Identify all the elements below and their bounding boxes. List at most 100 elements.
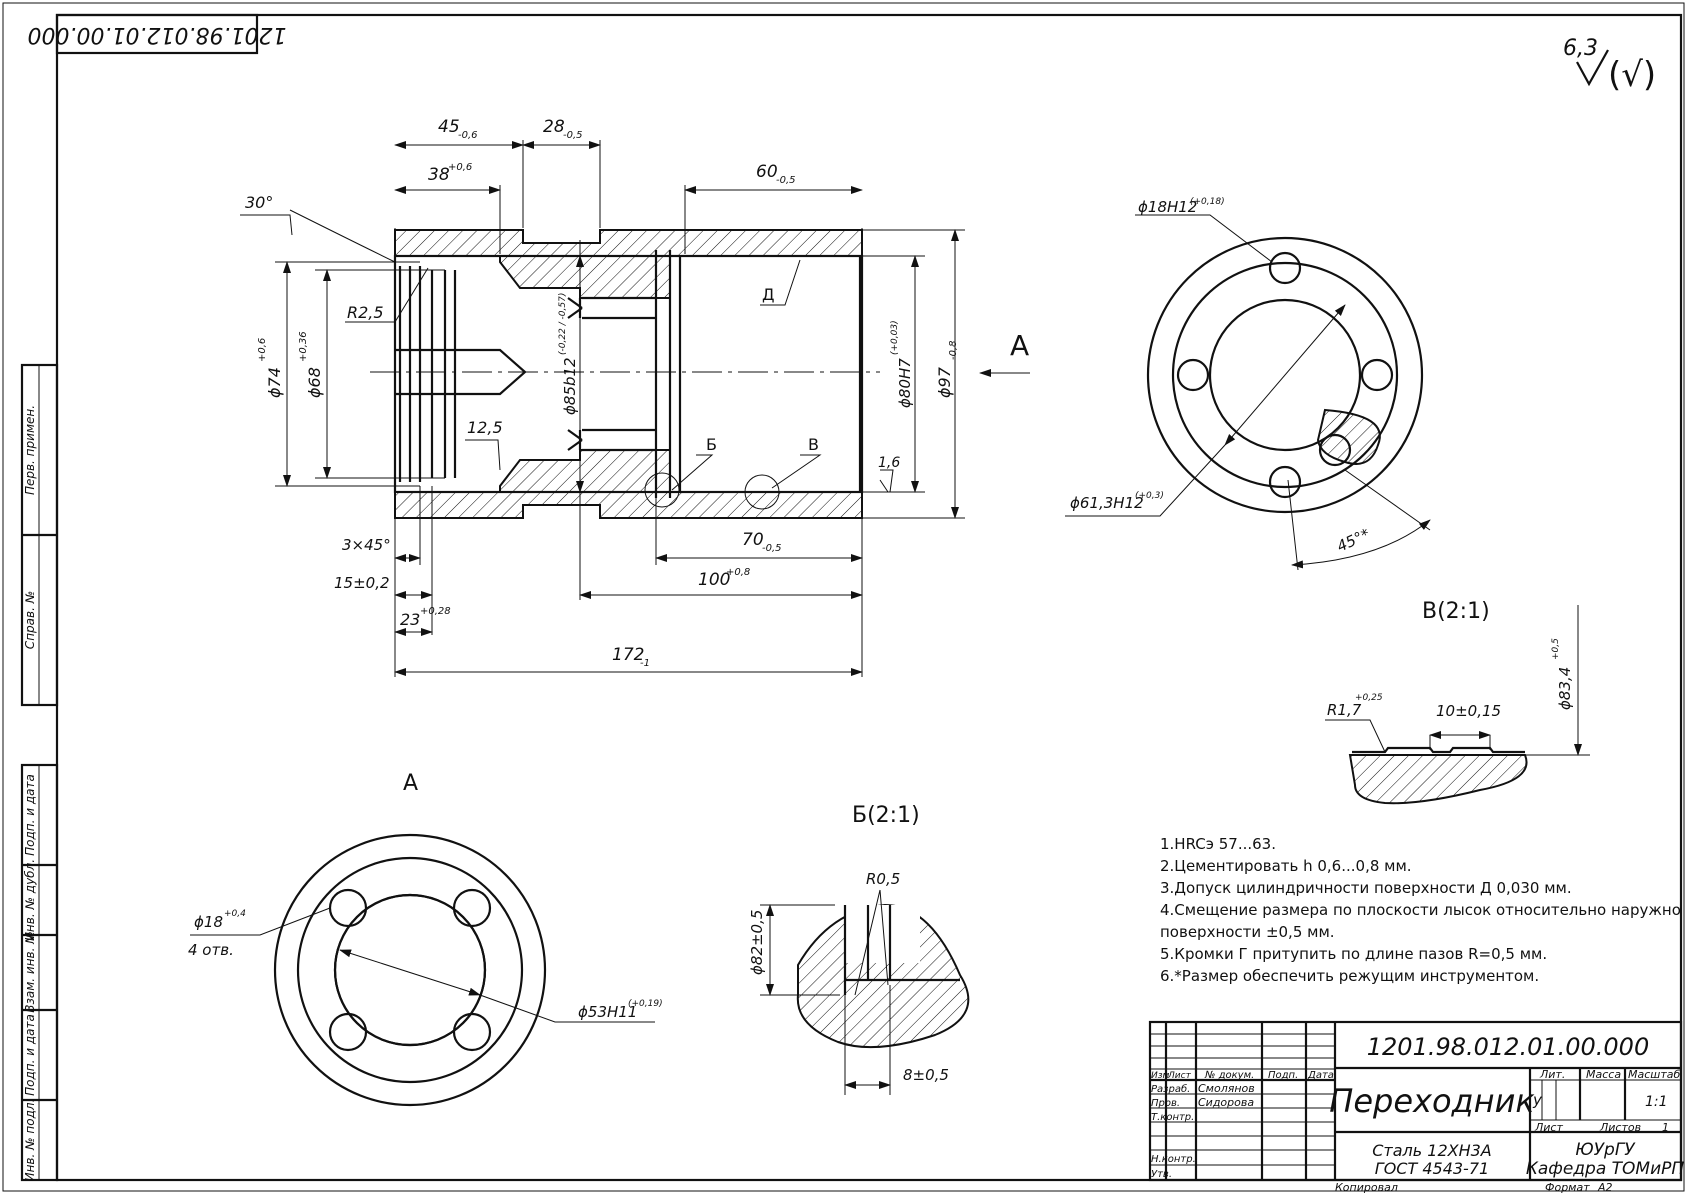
tb-sheet-label: Лист xyxy=(1534,1121,1563,1134)
dim-a45: 45°* xyxy=(1334,525,1373,556)
tb-org-1: ЮУрГУ xyxy=(1575,1140,1636,1160)
dim-15: 15±0,2 xyxy=(334,574,390,592)
roughness-sign: (√) xyxy=(1608,55,1656,95)
label-b: Б xyxy=(706,435,717,454)
dim-d82: ϕ82±0,5 xyxy=(748,910,766,975)
tb-row-prov: Пров. xyxy=(1151,1098,1180,1109)
note-line-5: поверхности ±0,5 мм. xyxy=(1160,923,1335,941)
dim-d80: ϕ80H7 xyxy=(896,358,914,408)
strip-label-0: Перв. примен. xyxy=(23,405,37,495)
dim-r25: R2,5 xyxy=(347,303,384,322)
footer: Копировал Формат А2 xyxy=(1335,1181,1613,1194)
main-section-view: А 45 -0,6 28 -0,5 38 +0,6 60 -0,5 30° R2… xyxy=(240,117,1030,677)
dim-holes: 4 отв. xyxy=(188,941,234,959)
label-v: В xyxy=(808,435,819,454)
tb-person-2: Сидорова xyxy=(1198,1096,1254,1109)
view-a: А ϕ18 +0,4 4 отв. ϕ53H11 (+0,19) xyxy=(188,771,663,1107)
strip-label-2: Подп. и дата xyxy=(23,774,37,856)
tb-material-1: Сталь 12ХН3А xyxy=(1372,1141,1492,1160)
tb-hdr-scale: Масштаб xyxy=(1628,1068,1680,1081)
strip-label-5: Подп. и дата xyxy=(23,1014,37,1096)
tb-lit-value: у xyxy=(1532,1091,1543,1109)
dim-d53-tol: (+0,19) xyxy=(628,999,663,1009)
tb-code: 1201.98.012.01.00.000 xyxy=(1367,1033,1649,1061)
tb-row-nkontr: Н.контр. xyxy=(1151,1154,1196,1165)
dim-8: 8±0,5 xyxy=(903,1066,949,1084)
dim-d18h12: ϕ18H12 xyxy=(1138,198,1197,216)
dim-60: 60 xyxy=(756,162,778,182)
top-code-box: 1201.98.012.01.00.000 xyxy=(28,13,286,55)
note-line-3: 3.Допуск цилиндричности поверхности Д 0,… xyxy=(1160,879,1572,897)
dim-d18h12-tol: (+0,18) xyxy=(1190,197,1225,207)
tb-hdr-doc: № докум. xyxy=(1204,1070,1254,1081)
tb-format: Формат xyxy=(1545,1181,1590,1194)
dim-100-tol: +0,8 xyxy=(726,567,750,578)
note-line-4: 4.Смещение размера по плоскости лысок от… xyxy=(1160,901,1681,919)
dim-172-tol: -1 xyxy=(640,658,650,669)
dim-60-tol: -0,5 xyxy=(776,175,796,186)
dim-r17-tol: +0,25 xyxy=(1355,693,1383,703)
dim-d613-tol: (+0,3) xyxy=(1135,491,1164,501)
rough-16: 1,6 xyxy=(878,455,900,471)
section-v: В(2:1) R1,7 +0,25 10±0,15 ϕ83,4 +0,5 xyxy=(1325,599,1590,805)
note-line-1: 1.HRCэ 57...63. xyxy=(1160,835,1276,853)
dim-d53: ϕ53H11 xyxy=(578,1003,637,1021)
dim-d80-tol: (+0,03) xyxy=(890,320,900,355)
section-v-label: В(2:1) xyxy=(1422,599,1490,624)
detail-v-circle xyxy=(744,474,780,510)
dim-d97-tol: -0,8 xyxy=(948,340,959,360)
dim-r17: R1,7 xyxy=(1327,701,1362,719)
strip-label-4: Взам. инв. № xyxy=(23,931,37,1012)
tb-sheets-value: 1 xyxy=(1662,1121,1669,1134)
note-line-6: 5.Кромки Г притупить по длине пазов R=0,… xyxy=(1160,945,1547,963)
dim-45-tol: -0,6 xyxy=(458,130,478,141)
view-a-label: А xyxy=(403,771,418,796)
technical-notes: 1.HRCэ 57...63. 2.Цементировать h 0,6...… xyxy=(1160,835,1681,985)
right-end-view: ϕ18H12 (+0,18) ϕ61,3H12 (+0,3) 45°* xyxy=(1065,197,1431,571)
strip-label-6: Инв. № подл. xyxy=(23,1099,37,1182)
dim-45: 45 xyxy=(438,117,460,137)
dim-70-tol: -0,5 xyxy=(762,543,782,554)
dim-d18-hole-tol: +0,4 xyxy=(224,909,246,919)
dim-28-tol: -0,5 xyxy=(563,130,583,141)
dim-chamfer: 3×45° xyxy=(342,536,391,554)
roughness-symbol: 6,3 (√) xyxy=(1563,36,1656,95)
section-b: Б(2:1) R0,5 ϕ82±0,5 8±0,5 xyxy=(748,803,970,1095)
wall-bottom xyxy=(394,449,863,519)
dim-38: 38 xyxy=(428,165,450,185)
tb-hdr-list: Лист xyxy=(1167,1071,1192,1081)
dim-d834-tol: +0,5 xyxy=(1551,638,1561,660)
tb-person-1: Смолянов xyxy=(1198,1082,1255,1095)
tb-row-utv: Утв. xyxy=(1151,1169,1172,1180)
label-d: Д xyxy=(762,285,775,304)
view-a-arrow-label: А xyxy=(1010,329,1029,362)
title-block: 1201.98.012.01.00.000 Переходник Сталь 1… xyxy=(1148,1020,1685,1182)
left-strip: Перв. примен. Справ. № Подп. и дата Инв.… xyxy=(20,363,59,1182)
dim-125: 12,5 xyxy=(467,418,503,437)
dim-d68-tol: +0,36 xyxy=(298,331,309,362)
dim-d834: ϕ83,4 xyxy=(1556,667,1574,710)
dim-23: 23 xyxy=(400,610,420,629)
tb-hdr-lit: Лит. xyxy=(1539,1068,1565,1081)
wall-top xyxy=(394,229,863,299)
tb-org-2: Кафедра ТОМиРП xyxy=(1526,1159,1685,1179)
dim-70: 70 xyxy=(742,530,764,550)
tb-copied: Копировал xyxy=(1335,1181,1398,1194)
dim-d85-tol: (-0,22 / -0,57) xyxy=(558,293,568,355)
tb-scale-value: 1:1 xyxy=(1645,1094,1668,1110)
tb-material-2: ГОСТ 4543-71 xyxy=(1375,1159,1489,1178)
dim-d68: ϕ68 xyxy=(305,367,324,398)
tb-hdr-date: Дата xyxy=(1307,1070,1334,1081)
dim-172: 172 xyxy=(612,645,644,665)
dim-38-tol: +0,6 xyxy=(448,162,472,173)
dim-r05: R0,5 xyxy=(866,870,900,888)
dim-d85: ϕ85b12 xyxy=(561,357,579,415)
roughness-value: 6,3 xyxy=(1563,36,1598,61)
tb-hdr-sign: Подп. xyxy=(1268,1070,1298,1081)
dim-d74: ϕ74 xyxy=(265,367,284,398)
dim-d18-hole: ϕ18 xyxy=(194,913,223,931)
tb-row-razrab: Разраб. xyxy=(1151,1083,1190,1095)
dim-23-tol: +0,28 xyxy=(420,606,451,617)
